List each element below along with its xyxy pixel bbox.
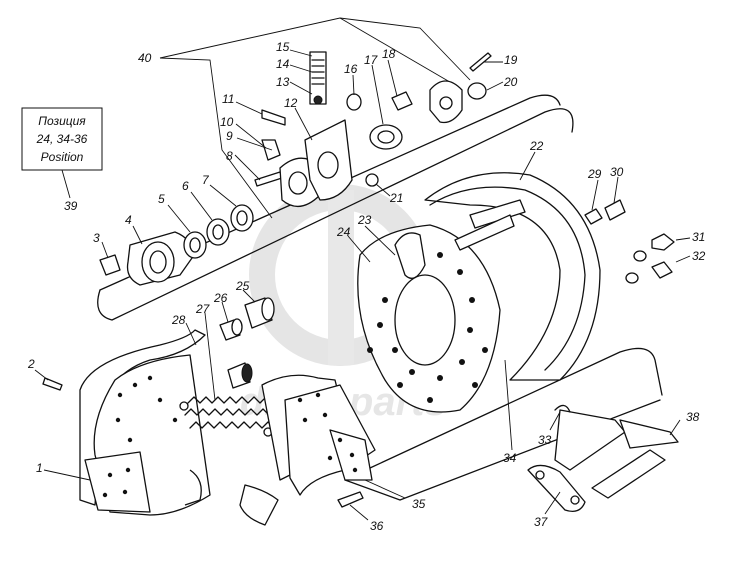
label-30: 30 xyxy=(610,165,624,179)
slack-adjuster xyxy=(254,51,353,207)
label-37: 37 xyxy=(534,515,549,529)
note-line-2: 24, 34-36 xyxy=(36,132,88,146)
label-19: 19 xyxy=(504,53,518,67)
brake-shoe-right xyxy=(239,374,376,526)
cam-bushings xyxy=(346,52,492,187)
label-14: 14 xyxy=(276,57,290,71)
label-1: 1 xyxy=(36,461,43,475)
position-note: Позиция 24, 34-36 Position xyxy=(21,107,103,199)
label-10: 10 xyxy=(220,115,234,129)
label-27: 27 xyxy=(195,302,211,316)
label-31: 31 xyxy=(692,230,705,244)
label-13: 13 xyxy=(276,75,290,89)
brake-shoe-left xyxy=(79,329,211,516)
label-26: 26 xyxy=(213,291,228,305)
label-32: 32 xyxy=(692,249,706,263)
label-38: 38 xyxy=(686,410,700,424)
part-labels: 1 2 3 4 5 6 7 8 9 10 11 12 13 14 15 16 1… xyxy=(27,40,706,533)
label-3: 3 xyxy=(93,231,100,245)
label-6: 6 xyxy=(182,179,189,193)
label-23: 23 xyxy=(357,213,372,227)
label-22: 22 xyxy=(529,139,544,153)
label-18: 18 xyxy=(382,47,396,61)
dust-shield xyxy=(424,172,601,381)
label-21: 21 xyxy=(389,191,403,205)
label-20: 20 xyxy=(503,75,518,89)
label-28: 28 xyxy=(171,313,186,327)
label-4: 4 xyxy=(125,213,132,227)
label-11: 11 xyxy=(222,92,234,106)
label-35: 35 xyxy=(412,497,426,511)
pins xyxy=(42,377,364,508)
label-33: 33 xyxy=(538,433,552,447)
label-12: 12 xyxy=(284,96,298,110)
label-8: 8 xyxy=(226,149,233,163)
label-17: 17 xyxy=(364,53,379,67)
label-15: 15 xyxy=(276,40,290,54)
note-line-1: Позиция xyxy=(38,114,86,128)
label-36: 36 xyxy=(370,519,384,533)
label-5: 5 xyxy=(158,192,165,206)
anchor-pins xyxy=(527,404,679,513)
label-34: 34 xyxy=(503,451,517,465)
backing-plate xyxy=(357,224,501,413)
label-9: 9 xyxy=(226,129,233,143)
leader-lines xyxy=(34,49,691,521)
label-2: 2 xyxy=(27,357,35,371)
camshaft-bracket xyxy=(99,204,254,286)
fasteners xyxy=(584,199,675,284)
label-24: 24 xyxy=(336,225,351,239)
note-line-3: Position xyxy=(41,150,84,164)
part-40-leaders xyxy=(159,17,471,219)
label-25: 25 xyxy=(235,279,250,293)
label-40: 40 xyxy=(138,51,152,65)
label-16: 16 xyxy=(344,62,358,76)
label-39: 39 xyxy=(64,199,78,213)
label-7: 7 xyxy=(202,173,210,187)
label-29: 29 xyxy=(587,167,602,181)
rollers xyxy=(219,297,275,389)
